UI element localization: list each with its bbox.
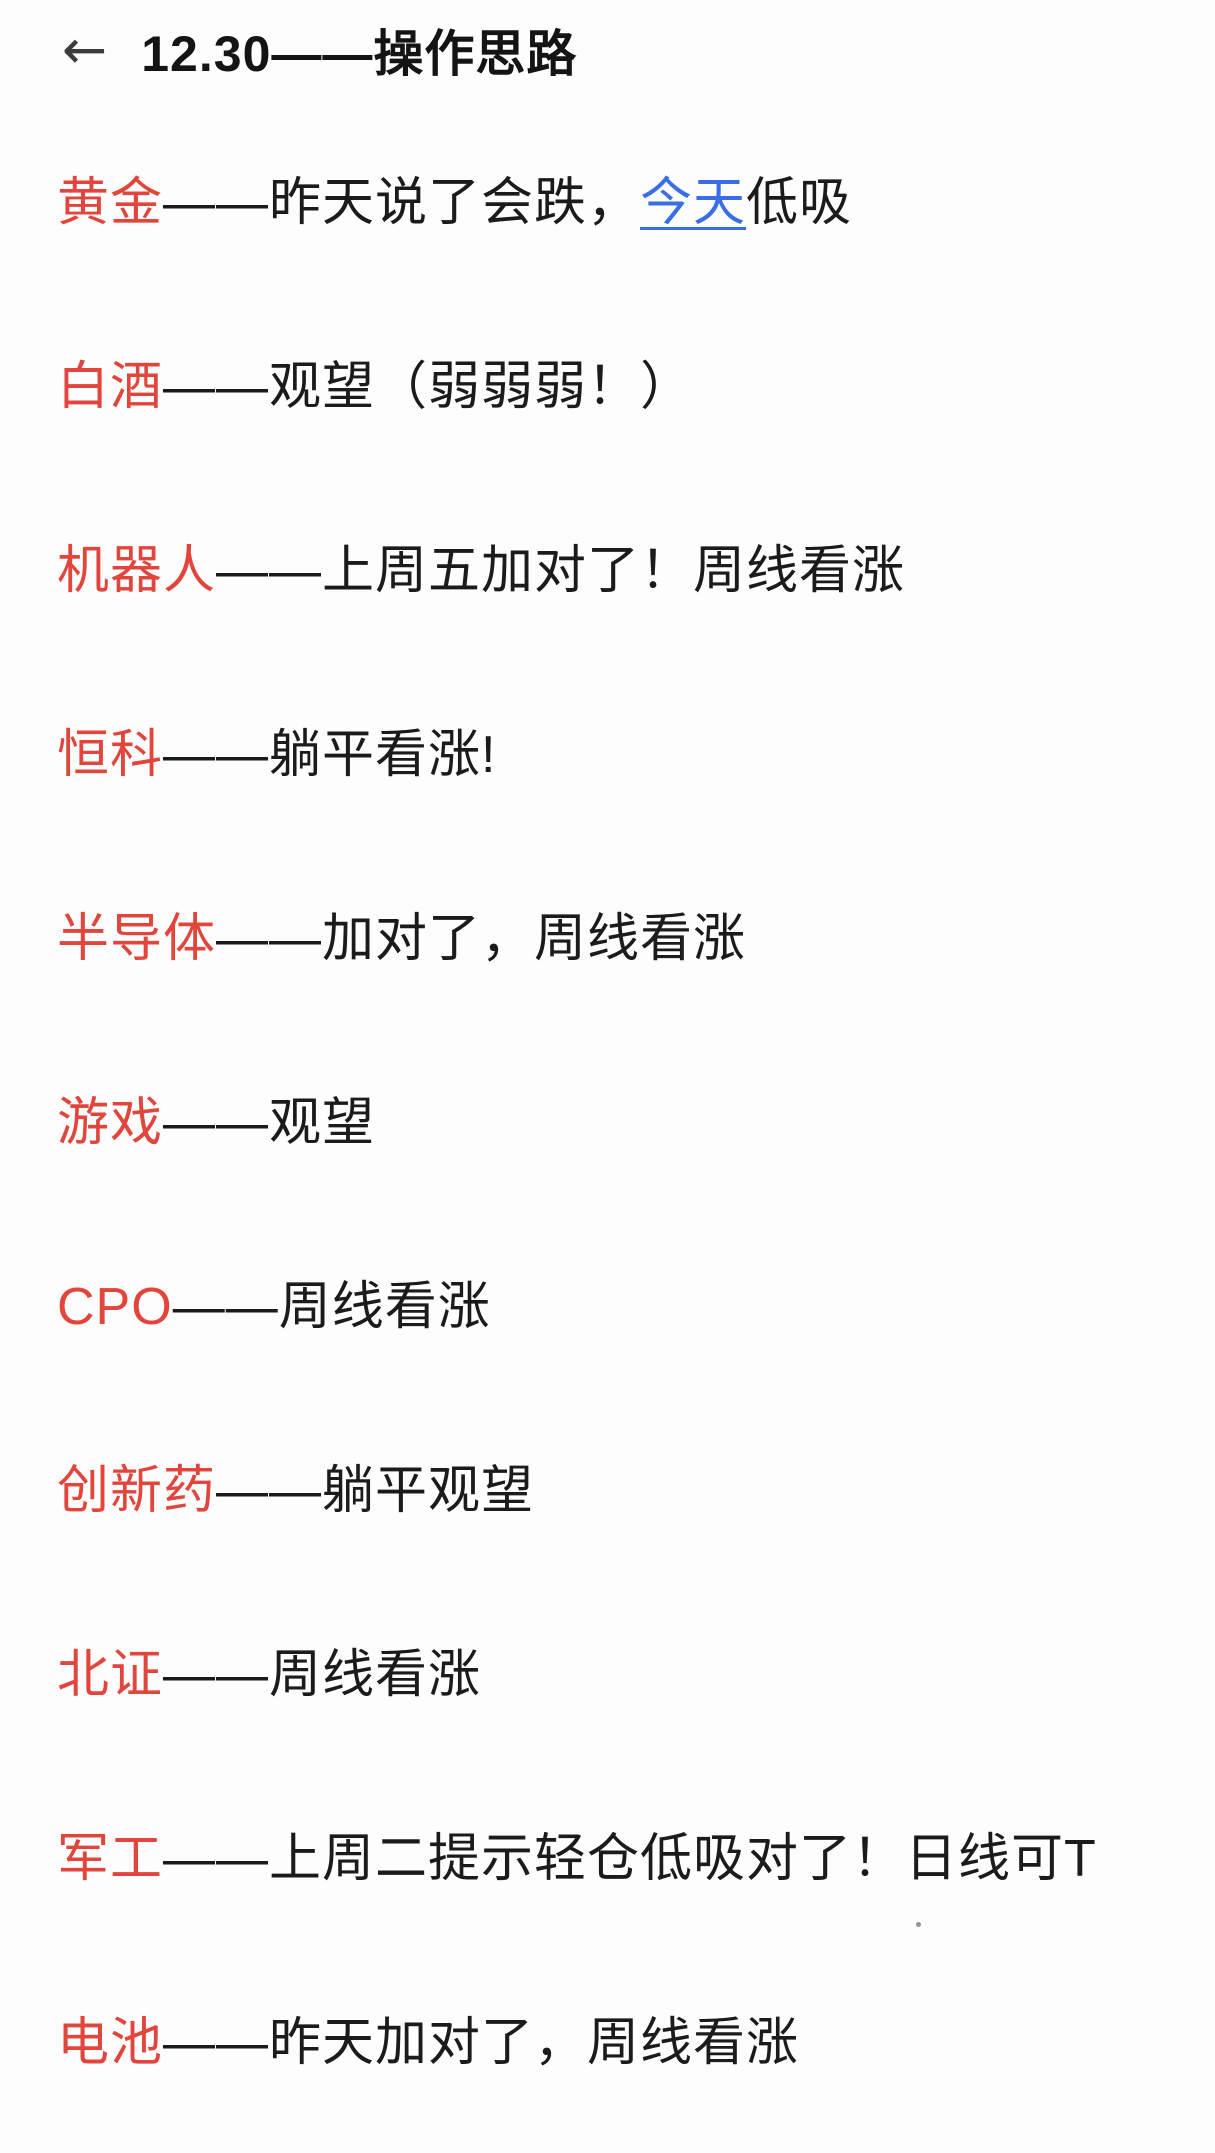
dash: ——: [172, 1278, 279, 1336]
note-line-beizheng: 北证——周线看涨: [57, 1640, 1215, 1710]
dash: ——: [163, 358, 270, 416]
dash: ——: [163, 1646, 270, 1704]
note-content: 黄金——昨天说了会跌，今天低吸 白酒——观望（弱弱弱！） 机器人——上周五加对了…: [0, 168, 1215, 2078]
dash: ——: [163, 726, 270, 784]
dash: ——: [163, 2014, 270, 2072]
line-text: 上周五加对了！周线看涨: [322, 542, 906, 600]
line-text: 上周二提示轻仓低吸对了！日线可T: [269, 1830, 1097, 1888]
dash: ——: [163, 174, 270, 232]
line-text: 周线看涨: [269, 1646, 482, 1704]
line-text: 加对了，周线看涨: [322, 910, 747, 968]
dash: ——: [163, 1094, 270, 1152]
line-text: 昨天加对了，周线看涨: [269, 2014, 800, 2072]
note-line-cpo: CPO——周线看涨: [57, 1272, 1215, 1342]
topic-label: 电池: [57, 2014, 164, 2072]
dash: ——: [216, 1462, 323, 1520]
topic-label: 恒科: [57, 726, 164, 784]
topic-label: 北证: [57, 1646, 164, 1704]
topic-label: 创新药: [57, 1462, 217, 1520]
line-text: 昨天说了会跌，: [269, 174, 641, 232]
note-line-semiconductor: 半导体——加对了，周线看涨: [57, 904, 1215, 974]
line-text: 观望: [269, 1094, 376, 1152]
topic-label: 半导体: [57, 910, 217, 968]
note-line-innovative-drugs: 创新药——躺平观望: [57, 1456, 1215, 1526]
line-text: 躺平观望: [322, 1462, 535, 1520]
page-title: 12.30——操作思路: [141, 26, 578, 82]
topic-label: 黄金: [57, 174, 164, 232]
note-line-hengke: 恒科——躺平看涨!: [57, 720, 1215, 790]
line-text: 观望（弱弱弱！）: [269, 358, 694, 416]
topic-label: 机器人: [57, 542, 217, 600]
topic-label: 游戏: [57, 1094, 164, 1152]
line-text: 周线看涨: [278, 1278, 491, 1336]
line-text: 躺平看涨!: [269, 726, 497, 784]
note-line-game: 游戏——观望: [57, 1088, 1215, 1158]
note-line-military: 军工——上周二提示轻仓低吸对了！日线可T: [57, 1824, 1215, 1894]
line-text: 低吸: [746, 174, 853, 232]
note-line-baijiu: 白酒——观望（弱弱弱！）: [57, 352, 1215, 422]
today-link[interactable]: 今天: [640, 174, 747, 232]
back-arrow-icon[interactable]: ←: [62, 18, 108, 81]
topic-label: CPO: [57, 1278, 173, 1336]
note-line-gold: 黄金——昨天说了会跌，今天低吸: [57, 168, 1215, 238]
dash: ——: [163, 1830, 270, 1888]
stray-mark: [916, 1922, 921, 1927]
topic-label: 军工: [57, 1830, 164, 1888]
dash: ——: [216, 542, 323, 600]
header: ← 12.30——操作思路: [0, 0, 1215, 86]
note-line-battery: 电池——昨天加对了，周线看涨: [57, 2008, 1215, 2078]
dash: ——: [216, 910, 323, 968]
note-line-robot: 机器人——上周五加对了！周线看涨: [57, 536, 1215, 606]
topic-label: 白酒: [57, 358, 164, 416]
